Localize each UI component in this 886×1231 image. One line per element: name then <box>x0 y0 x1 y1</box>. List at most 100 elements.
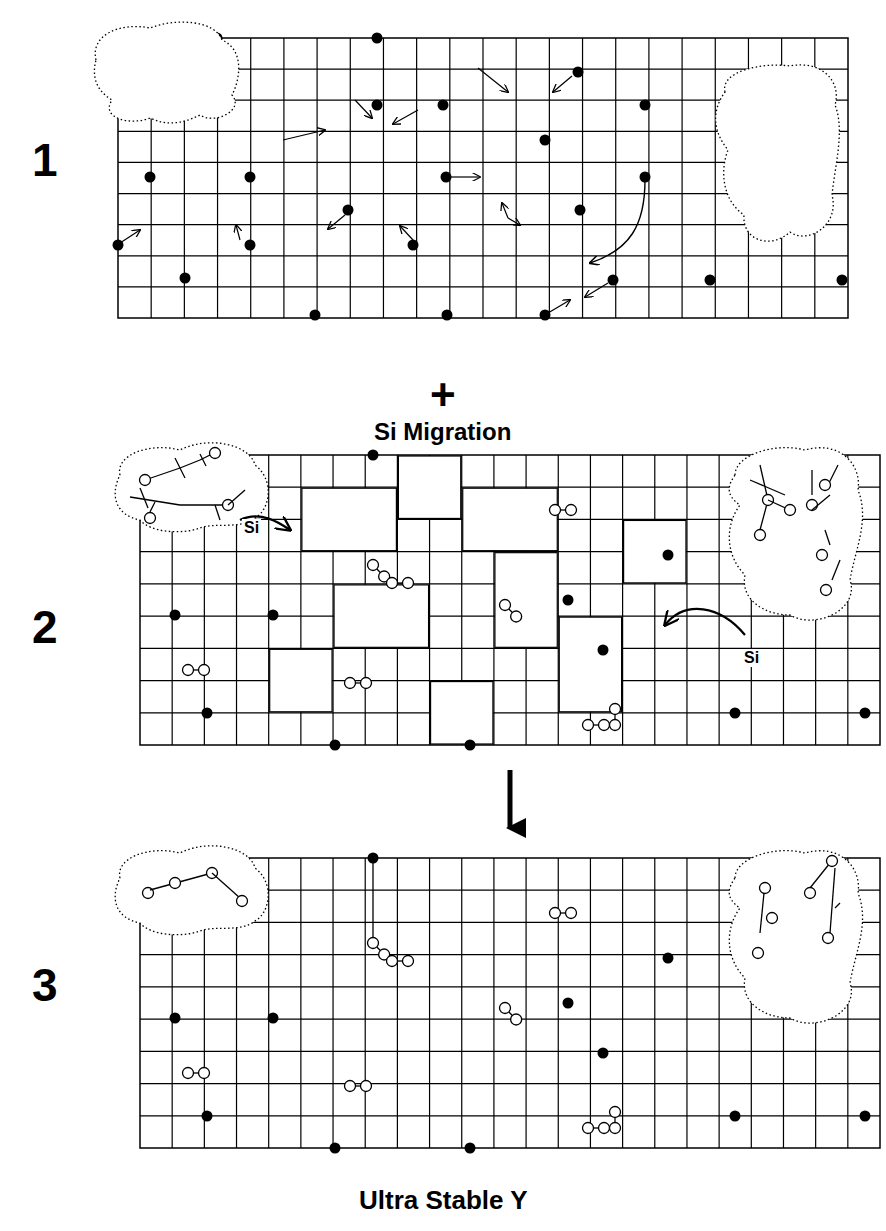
extra-framework-species <box>368 560 379 571</box>
migration-arrow <box>478 68 508 92</box>
aluminum-atom <box>441 172 452 183</box>
bond-line <box>835 903 840 908</box>
bond-line <box>810 863 830 888</box>
lattice-line <box>140 712 880 713</box>
extra-framework-species <box>511 1014 522 1025</box>
migration-arrow <box>400 226 413 240</box>
aluminum-atom <box>202 1111 213 1122</box>
amorphous-group <box>115 443 862 620</box>
migration-arrow <box>553 76 572 92</box>
lattice-line <box>654 455 655 745</box>
process-arrow <box>508 770 513 828</box>
bond-line <box>180 460 200 468</box>
aluminum-atom <box>540 310 551 321</box>
extra-framework-species <box>753 948 764 959</box>
aluminum-atom <box>202 708 213 719</box>
migration-arrow <box>585 283 608 297</box>
lattice-line <box>316 38 317 318</box>
bond-line <box>832 560 840 580</box>
product-label: Ultra Stable Y <box>359 1187 528 1213</box>
aluminum-atom <box>408 240 419 251</box>
aluminum-atom <box>663 953 674 964</box>
aluminum-atom <box>640 100 651 111</box>
bond-line <box>398 960 403 961</box>
lattice-line <box>681 38 682 318</box>
aluminum-atom <box>837 275 848 286</box>
mesopore <box>270 649 332 711</box>
lattice-line <box>429 858 430 1148</box>
lattice-line <box>719 858 720 1148</box>
extra-framework-species <box>820 480 831 491</box>
mesopore <box>302 488 397 550</box>
extra-framework-species <box>145 513 156 524</box>
lattice-line <box>493 858 494 1148</box>
bond-line <box>594 1127 599 1128</box>
extra-framework-species <box>500 600 511 611</box>
extra-framework-species <box>550 908 561 919</box>
aluminum-atom <box>170 1013 181 1024</box>
aluminum-atom <box>330 1143 341 1154</box>
bond-line <box>372 862 373 938</box>
bond-line <box>215 505 220 520</box>
extra-framework-species <box>345 678 356 689</box>
migration-arrow <box>450 176 480 177</box>
bond-line <box>509 609 512 613</box>
extra-framework-species <box>599 1123 610 1134</box>
lattice-line <box>654 858 655 1148</box>
aluminum-atom <box>598 1048 609 1059</box>
extra-framework-species <box>566 505 577 516</box>
extra-framework-species <box>345 1081 356 1092</box>
extra-framework-species <box>368 938 379 949</box>
migration-arrow <box>548 300 570 313</box>
lattice-line <box>283 38 284 318</box>
extra-framework-species <box>387 578 398 589</box>
bond-line <box>194 669 199 670</box>
lattice-line <box>461 858 462 1148</box>
lattice-line <box>482 38 483 318</box>
bond-line <box>750 480 785 495</box>
bond-line <box>180 504 228 505</box>
aluminum-atom <box>563 998 574 1009</box>
plus-sign: + <box>430 373 456 417</box>
extra-framework-species <box>140 475 151 486</box>
lattice-line <box>516 38 517 318</box>
extra-framework-species <box>583 720 594 731</box>
bond-line <box>377 569 380 573</box>
extra-framework-species <box>610 1107 621 1118</box>
aluminum-atom <box>730 708 741 719</box>
si-migration-arrow <box>665 609 745 635</box>
lattice-line <box>525 858 526 1148</box>
bond-line <box>200 454 206 466</box>
mesopore <box>431 682 493 744</box>
extra-framework-species <box>807 500 818 511</box>
extra-framework-species <box>610 1123 621 1134</box>
atom-label: Si <box>742 649 761 667</box>
mesopore <box>398 456 460 518</box>
extra-framework-species <box>821 585 832 596</box>
lattice-line <box>416 38 417 318</box>
lattice-line <box>140 1051 880 1052</box>
aluminum-atom <box>540 135 551 146</box>
extra-framework-species <box>403 956 414 967</box>
lattice-line <box>300 858 301 1148</box>
extra-framework-species <box>550 505 561 516</box>
bond-line <box>614 715 615 720</box>
bond-line <box>356 1085 361 1086</box>
lattice-line <box>350 38 351 318</box>
extra-framework-species <box>827 856 838 867</box>
mesopore <box>559 617 621 712</box>
aluminum-atom <box>465 740 476 751</box>
extra-framework-species <box>210 448 221 459</box>
mesopore <box>463 488 558 550</box>
bond-line <box>356 682 361 683</box>
panel-number: 1 <box>32 137 58 183</box>
lattice-line <box>715 38 716 318</box>
aluminum-atom <box>268 610 279 621</box>
lattice-line <box>332 858 333 1148</box>
panel-number: 3 <box>32 962 58 1008</box>
extra-framework-species <box>170 878 181 889</box>
lattice-line <box>397 858 398 1148</box>
lattice-line <box>118 286 848 287</box>
aluminum-atom <box>343 205 354 216</box>
aluminum-atom <box>180 273 191 284</box>
